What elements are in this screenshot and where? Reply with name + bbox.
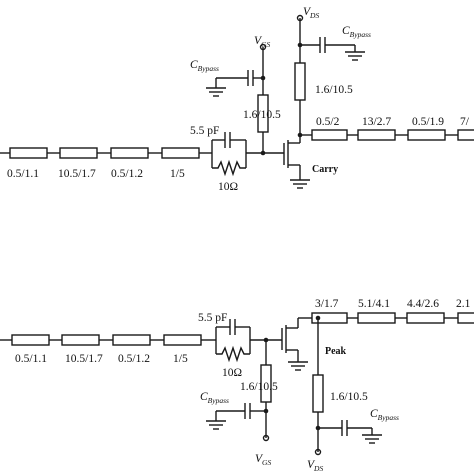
peak-cap-label: 5.5 pF xyxy=(198,312,227,324)
peak-output-line-4 xyxy=(457,312,474,324)
peak-transistor-label: Peak xyxy=(325,346,347,357)
carrier-output-network xyxy=(300,129,474,141)
carrier-input-label-3: 0.5/1.2 xyxy=(111,168,143,180)
carrier-cap-label: 5.5 pF xyxy=(190,125,219,137)
peak-input-label-2: 10.5/1.7 xyxy=(65,353,103,365)
peak-output-label-2: 5.1/4.1 xyxy=(358,298,390,310)
carrier-output-label-2: 13/2.7 xyxy=(362,116,391,128)
carrier-drain-bypass-label: CBypass xyxy=(342,25,371,39)
carrier-input-label-1: 0.5/1.1 xyxy=(7,168,39,180)
peak-vgs-terminal xyxy=(262,434,270,442)
carrier-input-label-4: 1/5 xyxy=(170,168,185,180)
carrier-vds-label: VDS xyxy=(303,6,319,20)
carrier-output-line-2 xyxy=(357,129,396,141)
peak-input-line-2 xyxy=(61,334,100,346)
carrier-vgs-terminal xyxy=(259,43,267,51)
carrier-drain-line-label: 1.6/10.5 xyxy=(315,84,353,96)
peak-output-network xyxy=(298,312,474,324)
peak-gate-bias xyxy=(206,337,272,442)
carrier-input-network xyxy=(0,147,212,159)
carrier-input-line-4 xyxy=(161,147,200,159)
carrier-drain-line xyxy=(294,62,306,101)
carrier-output-label-4: 7/ xyxy=(460,116,470,128)
carrier-rc-network xyxy=(211,132,284,177)
peak-vds-terminal xyxy=(314,448,322,456)
carrier-output-line-1 xyxy=(311,129,348,141)
peak-input-line-4 xyxy=(163,334,202,346)
carrier-output-line-3 xyxy=(407,129,446,141)
peak-input-label-1: 0.5/1.1 xyxy=(15,353,47,365)
carrier-input-label-2: 10.5/1.7 xyxy=(58,168,96,180)
carrier-vds-terminal xyxy=(296,14,304,22)
carrier-input-line-2 xyxy=(59,147,98,159)
carrier-amplifier: 0.5/1.1 10.5/1.7 0.5/1.2 1/5 5.5 pF 10Ω xyxy=(0,6,474,193)
peak-drain-line-label: 1.6/10.5 xyxy=(330,391,368,403)
carrier-res-label: 10Ω xyxy=(218,181,238,193)
peak-input-line-1 xyxy=(11,334,50,346)
carrier-transistor-label: Carry xyxy=(312,164,338,175)
peak-input-line-3 xyxy=(112,334,151,346)
peak-amplifier: 0.5/1.1 10.5/1.7 0.5/1.2 1/5 5.5 pF 10Ω xyxy=(0,298,474,473)
peak-transistor-icon xyxy=(281,318,308,371)
peak-drain-line xyxy=(312,374,324,413)
carrier-input-line-3 xyxy=(110,147,149,159)
peak-input-label-3: 0.5/1.2 xyxy=(118,353,150,365)
peak-input-network xyxy=(0,334,216,346)
peak-output-line-3 xyxy=(406,312,445,324)
peak-output-label-1: 3/1.7 xyxy=(315,298,339,310)
peak-drain-bypass-label: CBypass xyxy=(370,408,399,422)
peak-output-line-2 xyxy=(357,312,396,324)
peak-output-label-4: 2.1 xyxy=(456,298,471,310)
peak-gate-line-label: 1.6/10.5 xyxy=(240,381,278,393)
peak-vds-label: VDS xyxy=(307,459,323,473)
peak-drain-bias xyxy=(312,315,382,456)
carrier-gate-line-label: 1.6/10.5 xyxy=(243,109,281,121)
carrier-gate-bias xyxy=(206,43,269,156)
carrier-output-label-3: 0.5/1.9 xyxy=(412,116,444,128)
peak-resistor-zigzag xyxy=(216,345,250,363)
carrier-input-line-1 xyxy=(9,147,48,159)
carrier-output-line-4 xyxy=(457,129,474,141)
peak-gate-bypass-label: CBypass xyxy=(200,391,229,405)
peak-res-label: 10Ω xyxy=(222,367,242,379)
carrier-resistor-zigzag xyxy=(212,159,246,177)
peak-output-label-3: 4.4/2.6 xyxy=(407,298,439,310)
peak-rc-network xyxy=(215,319,282,363)
carrier-output-label-1: 0.5/2 xyxy=(316,116,340,128)
peak-vgs-label: VGS xyxy=(255,453,271,467)
carrier-drain-bias xyxy=(294,14,365,138)
peak-input-label-4: 1/5 xyxy=(173,353,188,365)
carrier-gate-bypass-label: CBypass xyxy=(190,59,219,73)
carrier-vgs-label: VGS xyxy=(254,35,270,49)
carrier-transistor-icon xyxy=(283,135,310,189)
